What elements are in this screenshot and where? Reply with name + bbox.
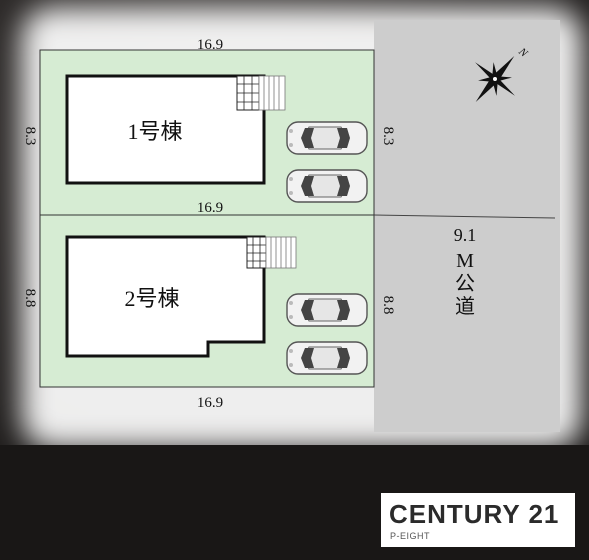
bottom-frontage-dim: 16.9 (197, 395, 223, 411)
lot-1-frontage-dim: 16.9 (197, 37, 223, 53)
lot-2-depth-left-dim: 8.8 (22, 289, 38, 308)
car-lot1-lower (286, 169, 368, 203)
road-divider-line (373, 214, 556, 219)
logo-sub-text: P-EIGHT (390, 531, 431, 541)
logo-brand-text: CENTURY 21 (389, 499, 560, 529)
road-area (374, 20, 560, 432)
car-lot1-upper (286, 121, 368, 155)
lot-1-depth-left-dim: 8.3 (22, 127, 38, 146)
building-2-label: 2号棟 (124, 286, 179, 311)
century21-logo: CENTURY 21 P-EIGHT (381, 493, 575, 547)
car-lot2-lower (286, 341, 368, 375)
building-2-stairs (246, 236, 297, 269)
car-lot2-upper (286, 293, 368, 327)
north-compass-icon (475, 56, 515, 102)
lot-2-frontage-dim: 16.9 (197, 200, 223, 216)
lot-2-depth-right-dim: 8.8 (380, 296, 396, 315)
building-1-footprint (65, 74, 266, 185)
lot-1-depth-right-dim: 8.3 (380, 127, 396, 146)
site-plan: 1号棟 2号棟 16.9 16.9 16.9 8.3 8.3 8.8 8.8 9… (22, 20, 560, 432)
building-1-label: 1号棟 (127, 119, 182, 144)
building-1-stairs (236, 75, 286, 111)
road-width-label: 9.1 (454, 225, 477, 245)
